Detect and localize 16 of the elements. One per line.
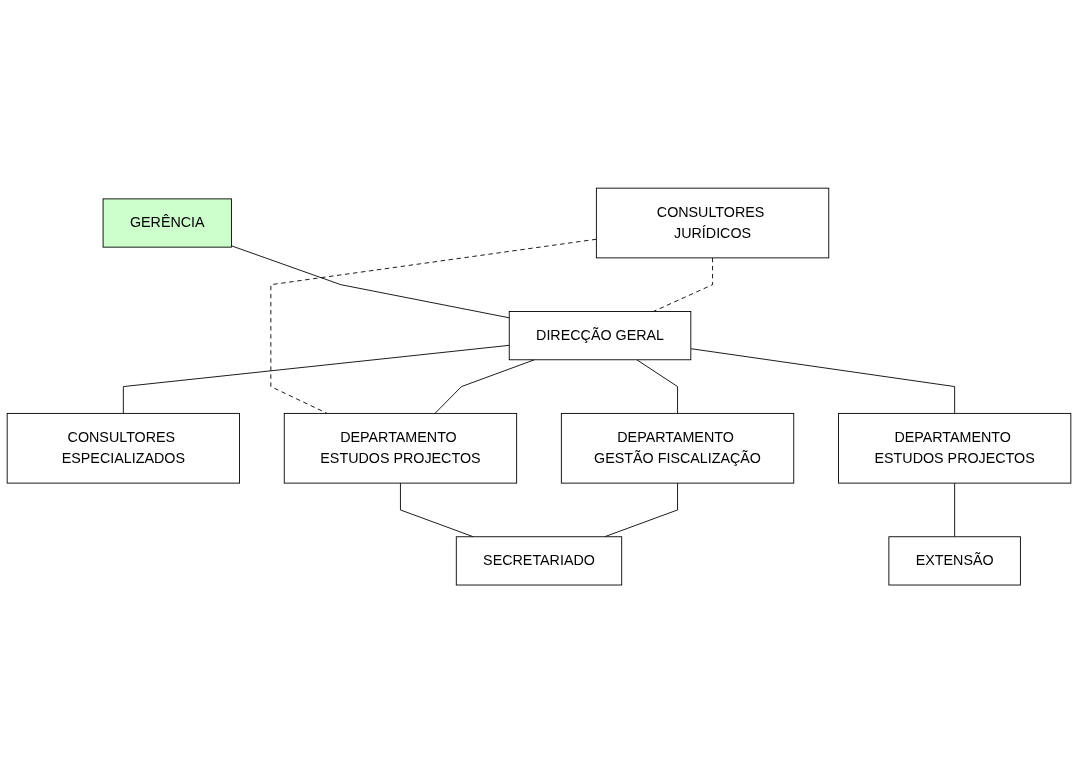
node-box: CONSULTORES JURÍDICOS — [595, 187, 830, 259]
connector — [434, 359, 535, 414]
node-box: CONSULTORES ESPECIALIZADOS — [6, 412, 240, 484]
node-box: GERÊNCIA — [102, 198, 232, 248]
node-box: SECRETARIADO — [455, 536, 623, 586]
connector — [636, 359, 678, 414]
node-box: EXTENSÃO — [888, 536, 1021, 586]
node-box: DEPARTAMENTO ESTUDOS PROJECTOS — [283, 412, 518, 484]
node-box: DEPARTAMENTO ESTUDOS PROJECTOS — [838, 412, 1072, 484]
connector — [122, 344, 510, 414]
connector — [954, 482, 956, 538]
connector — [230, 245, 510, 319]
node-box: DIRECÇÃO GERAL — [508, 310, 692, 361]
node-box: DEPARTAMENTO GESTÃO FISCALIZAÇÃO — [560, 412, 795, 484]
connector — [690, 348, 956, 414]
connector — [270, 238, 597, 414]
